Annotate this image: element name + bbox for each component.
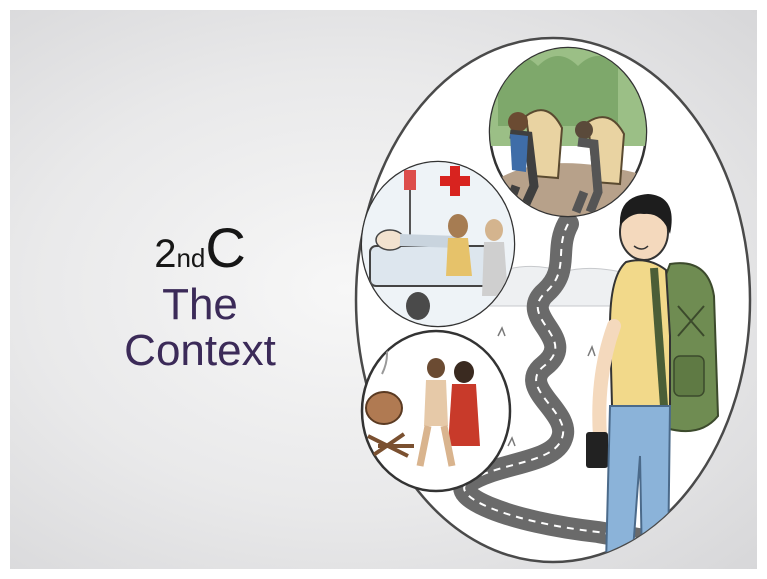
subtitle-line-1: The — [162, 280, 238, 329]
title-block: 2ndC The Context — [105, 220, 295, 374]
ordinal-title: 2ndC — [105, 220, 295, 276]
medical-cross-icon — [440, 166, 470, 196]
context-illustration — [354, 36, 752, 564]
traveller-figure — [586, 194, 720, 562]
winding-road — [453, 213, 689, 557]
ordinal-suffix: nd — [176, 243, 206, 273]
subtitle-line-2: Context — [124, 326, 276, 375]
slide: 2ndC The Context — [10, 10, 757, 569]
hospital-scene — [360, 160, 516, 328]
cooking-scene — [360, 329, 512, 493]
ordinal-letter: C — [205, 216, 246, 279]
subtitle: The Context — [105, 282, 295, 374]
ordinal-number: 2 — [154, 232, 177, 276]
cooking-fire-scene — [365, 333, 480, 467]
hospital-bed-scene — [369, 214, 508, 320]
